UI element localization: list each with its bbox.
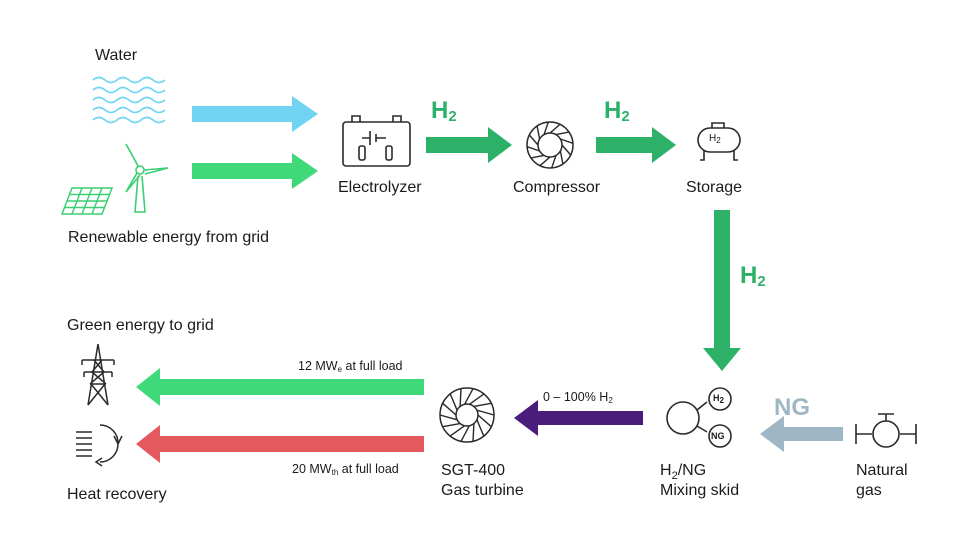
renewable-arrow xyxy=(192,153,318,189)
blade-line xyxy=(463,388,474,405)
blade-line xyxy=(468,393,485,405)
blade-line xyxy=(460,425,471,442)
turbine-label-line1: SGT-400 xyxy=(441,462,506,479)
electric-load-label: 12 MWe at full load xyxy=(298,359,403,374)
gas-valve-icon xyxy=(855,413,917,448)
wind-turbine-icon xyxy=(125,143,169,213)
skid-h2-text: H2 xyxy=(713,393,724,405)
compressor-label: Compressor xyxy=(513,179,601,196)
heat-recovery-icon xyxy=(76,424,123,467)
heat-recovery-arrow xyxy=(136,425,424,463)
blade-line xyxy=(536,125,541,140)
solar-panel-icon xyxy=(60,187,114,215)
gas-turbine-icon xyxy=(439,387,495,443)
transmission-tower-icon xyxy=(81,343,115,406)
blade-line xyxy=(560,138,574,144)
green-energy-arrow xyxy=(136,368,424,406)
heat-recovery-label: Heat recovery xyxy=(67,486,167,503)
water-arrow xyxy=(192,96,318,132)
blade-line xyxy=(551,155,557,169)
h2-arrow-to-mixing xyxy=(703,210,741,371)
blade-line xyxy=(530,154,545,159)
heat-load-label: 20 MWth at full load xyxy=(292,462,399,477)
blade-line xyxy=(473,402,492,408)
electrolyzer-icon xyxy=(342,115,411,167)
natural-gas-label-line1: Natural xyxy=(856,462,908,479)
water-waves-icon xyxy=(92,76,166,124)
mix-range-label: 0 – 100% H2 xyxy=(543,390,613,405)
skid-ng-text: NG xyxy=(711,431,725,441)
blade-line xyxy=(476,419,485,437)
h2-label-storage: H2 xyxy=(740,262,766,290)
natural-gas-label-line2: gas xyxy=(856,482,882,499)
storage-tank-icon xyxy=(697,122,741,161)
blade-line xyxy=(526,146,540,152)
blade-line xyxy=(539,156,551,167)
water-label: Water xyxy=(95,47,138,64)
blade-line xyxy=(442,402,457,416)
storage-tank-text: H2 xyxy=(709,133,721,145)
blade-line xyxy=(459,388,462,407)
h2-label-electrolyzer: H2 xyxy=(431,97,457,125)
compressor-blades-icon xyxy=(526,121,574,169)
blade-line xyxy=(543,121,549,135)
blade-line xyxy=(476,409,495,416)
blade-line xyxy=(559,150,564,165)
blade-line xyxy=(555,131,570,136)
storage-label: Storage xyxy=(686,179,743,196)
blade-line xyxy=(442,422,461,428)
h2-label-compressor: H2 xyxy=(604,97,630,125)
ng-label: NG xyxy=(774,394,810,421)
electrolyzer-label: Electrolyzer xyxy=(338,179,422,196)
mixing-label-line1: H2/NG xyxy=(660,462,707,483)
blade-line xyxy=(561,144,572,156)
h2-arrow-to-compressor xyxy=(426,127,512,163)
blade-line xyxy=(472,423,475,442)
turbine-label-line2: Gas turbine xyxy=(441,482,524,499)
blade-line xyxy=(528,134,539,146)
blade-line xyxy=(449,425,466,437)
blade-line xyxy=(549,123,561,134)
blade-line xyxy=(449,393,458,411)
blade-line xyxy=(477,414,492,428)
compressor-icon xyxy=(526,121,574,169)
renewable-energy-label: Renewable energy from grid xyxy=(68,229,269,246)
mixing-skid-icon xyxy=(666,387,732,448)
green-energy-label: Green energy to grid xyxy=(67,317,214,334)
turbine-blades-icon xyxy=(439,388,495,442)
h2-arrow-to-storage xyxy=(596,127,676,163)
mix-arrow xyxy=(514,400,643,436)
blade-line xyxy=(439,414,458,421)
ng-arrow xyxy=(760,416,843,452)
mixing-label-line2: Mixing skid xyxy=(660,482,740,499)
